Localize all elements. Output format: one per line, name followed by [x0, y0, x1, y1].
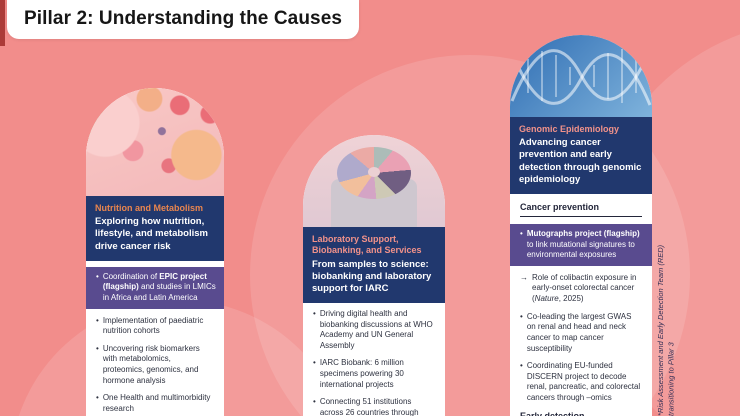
bullet-marker: •	[313, 397, 316, 407]
bullet-marker: •	[96, 315, 99, 325]
bullet-marker: •	[96, 271, 99, 281]
column-genomic-epidemiology: Genomic Epidemiology Advancing cancer pr…	[510, 35, 652, 416]
bullet-marker: •	[313, 308, 316, 318]
left-accent-bar	[0, 0, 5, 46]
footnote-line: transitioning to Pillar 3	[666, 342, 676, 416]
bullet-marker: •	[96, 343, 99, 353]
column-nutrition-and-metabolism: Nutrition and Metabolism Exploring how n…	[86, 88, 224, 416]
section-divider	[520, 215, 642, 217]
bullet-item: •Co-leading the largest GWAS on renal an…	[520, 312, 642, 355]
column-headline: Advancing cancer prevention and early de…	[519, 137, 642, 185]
bullet-text: Mutographs project (flagship) to link mu…	[526, 228, 640, 260]
bullet-item: •Implementation of paediatric nutrition …	[96, 316, 214, 337]
bullet-text: Co-leading the largest GWAS on renal and…	[526, 311, 632, 353]
dna-helix-icon	[510, 48, 652, 106]
footnote-line: *Risk Assessment and Early Detection Tea…	[656, 244, 665, 416]
footnote-vertical-text: *Risk Assessment and Early Detection Tea…	[656, 220, 677, 416]
bullet-item: •Connecting 51 institutions across 26 co…	[313, 397, 435, 416]
bullet-item: •IARC Biobank: 6 million specimens power…	[313, 358, 435, 390]
sample-tubes-illustration	[337, 147, 411, 199]
bullet-item: → Role of colibactin exposure in early-on…	[520, 273, 642, 305]
food-bowls-illustration	[86, 88, 224, 196]
column-kicker: Laboratory Support, Biobanking, and Serv…	[312, 234, 422, 256]
bullet-text: One Health and multimorbidity research	[102, 393, 211, 413]
section-header: Cancer prevention	[520, 201, 600, 212]
bullet-marker: →	[520, 272, 528, 282]
column-kicker: Genomic Epidemiology	[519, 124, 620, 134]
bullet-text: IARC Biobank: 6 million specimens poweri…	[319, 358, 404, 389]
slide-title-card: Pillar 2: Understanding the Causes	[7, 0, 360, 39]
slide-title: Pillar 2: Understanding the Causes	[24, 8, 343, 29]
dna-helix-illustration	[510, 35, 652, 117]
column-header-panel: Laboratory Support, Biobanking, and Serv…	[303, 227, 445, 303]
bullet-marker: •	[96, 393, 99, 403]
section-header: Early detection	[520, 410, 585, 416]
bullet-marker: •	[520, 311, 523, 321]
nutrition-photo	[86, 88, 224, 196]
bullet-item: •One Health and multimorbidity research	[96, 393, 214, 414]
pink-overlay	[86, 88, 224, 196]
column-header-panel: Genomic Epidemiology Advancing cancer pr…	[510, 117, 652, 194]
bullet-item: •Mutographs project (flagship) to link m…	[510, 223, 652, 266]
bullet-text: Coordinating EU-funded DISCERN project t…	[526, 361, 641, 402]
bullet-marker: •	[313, 358, 316, 368]
bullet-text: Connecting 51 institutions across 26 cou…	[319, 397, 419, 416]
bullet-text: Uncovering risk biomarkers with metabolo…	[102, 343, 200, 385]
biobank-photo	[303, 135, 445, 227]
bullet-text: Driving digital health and biobanking di…	[319, 308, 433, 350]
column-headline: From samples to science: biobanking and …	[312, 258, 432, 294]
bullet-text: Coordination of EPIC project (flagship) …	[102, 271, 216, 302]
column-headline: Exploring how nutrition, lifestyle, and …	[95, 216, 208, 252]
bullet-text: Role of colibactin exposure in early-ons…	[532, 272, 637, 303]
dna-photo	[510, 35, 652, 117]
bullet-item: •Coordinating EU-funded DISCERN project …	[520, 361, 642, 404]
bullet-list: Cancer prevention•Mutographs project (fl…	[510, 194, 652, 416]
bullet-text: Implementation of paediatric nutrition c…	[102, 315, 204, 336]
bullet-marker: •	[520, 361, 523, 371]
column-laboratory-support: Laboratory Support, Biobanking, and Serv…	[303, 135, 445, 416]
column-header-panel: Nutrition and Metabolism Exploring how n…	[86, 196, 224, 261]
bullet-list: •Coordination of EPIC project (flagship)…	[86, 261, 224, 416]
bullet-list: •Driving digital health and biobanking d…	[303, 303, 445, 416]
bullet-marker: •	[520, 228, 523, 238]
column-kicker: Nutrition and Metabolism	[95, 203, 203, 213]
bullet-item: •Coordination of EPIC project (flagship)…	[86, 266, 224, 309]
pink-overlay	[303, 135, 445, 227]
bullet-item: •Driving digital health and biobanking d…	[313, 309, 435, 352]
bullet-item: •Uncovering risk biomarkers with metabol…	[96, 344, 214, 387]
